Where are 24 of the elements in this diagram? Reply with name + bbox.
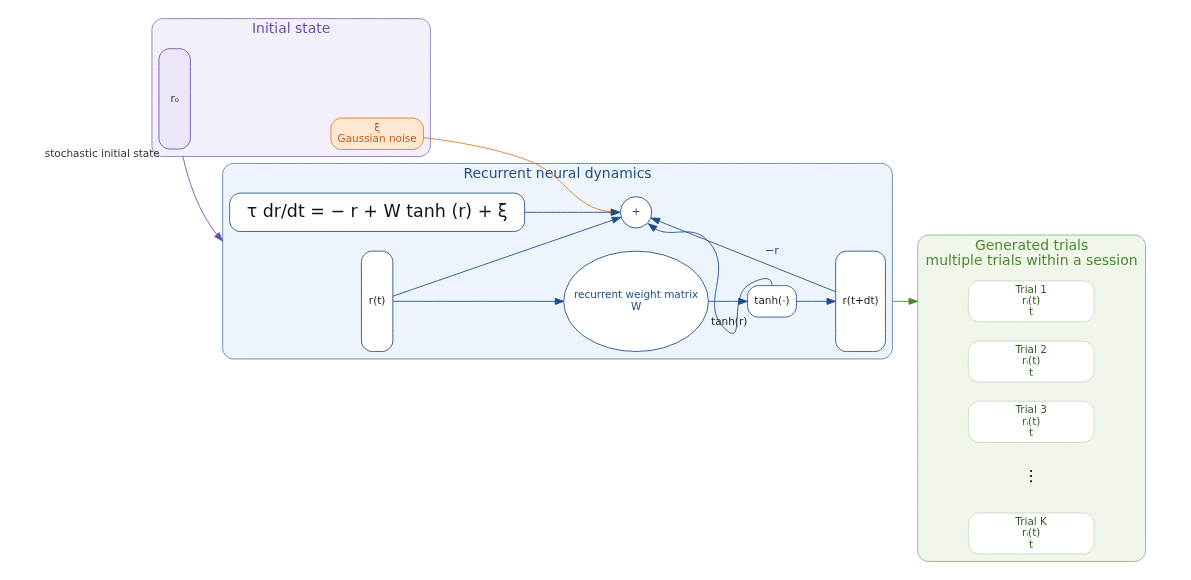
arrow xyxy=(392,216,622,297)
node-box: r₀ xyxy=(158,48,191,150)
arrow xyxy=(650,217,837,293)
node-label: stochastic initial state xyxy=(44,147,160,160)
node-box: Trial K rᵢ(t) t xyxy=(967,512,1095,555)
node-box: Trial 3 rᵢ(t) t xyxy=(967,400,1095,443)
node-circle: + xyxy=(619,196,653,229)
node-box: tanh(·) xyxy=(747,285,797,318)
node-box: τ dr/dt = − r + W tanh (r) + ξ xyxy=(229,192,526,232)
node-ellipse: recurrent weight matrix W xyxy=(563,250,709,352)
arrow xyxy=(707,297,748,305)
node-label: tanh(r) xyxy=(711,315,748,328)
arrow xyxy=(891,297,919,305)
node-box: ξ Gaussian noise xyxy=(330,117,424,150)
node-box: r(t+dt) xyxy=(835,250,886,352)
arrow xyxy=(647,223,773,334)
node-box: Trial 2 rᵢ(t) t xyxy=(967,340,1095,383)
node-box: r(t) xyxy=(361,250,394,352)
arrow xyxy=(182,156,224,242)
edge-label: −r xyxy=(764,242,780,257)
arrow xyxy=(796,297,837,305)
arrow xyxy=(392,297,565,305)
label: ⋮ xyxy=(1023,466,1040,486)
node-box: Trial 1 rᵢ(t) t xyxy=(967,280,1095,323)
